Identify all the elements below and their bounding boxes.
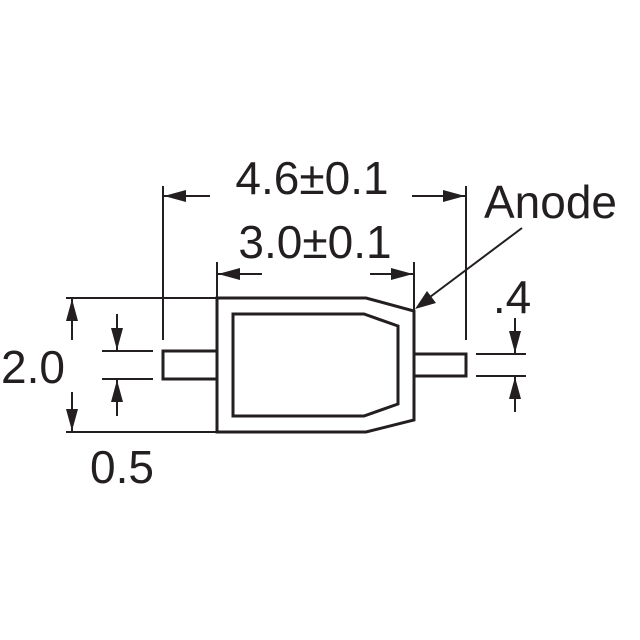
left-lead-width-label: 0.5 bbox=[90, 441, 154, 493]
right-lead-width-label: .4 bbox=[493, 271, 531, 323]
height-bottom-arrow-icon bbox=[66, 409, 78, 431]
body-height-label: 2.0 bbox=[1, 341, 65, 393]
height-top-arrow-icon bbox=[66, 299, 78, 321]
anode-label: Anode bbox=[484, 176, 617, 228]
anode-leader-line bbox=[425, 227, 523, 301]
overall-right-arrow-icon bbox=[443, 190, 465, 202]
left-lead bbox=[161, 349, 219, 381]
left-lead-top-arrow-icon bbox=[111, 328, 123, 350]
right-lead-bottom-arrow-icon bbox=[509, 377, 521, 399]
body-right-arrow-icon bbox=[391, 268, 413, 280]
package-body-inner-outline bbox=[231, 312, 400, 418]
body-left-arrow-icon bbox=[218, 268, 240, 280]
body-length-label: 3.0±0.1 bbox=[238, 216, 391, 268]
overall-length-label: 4.6±0.1 bbox=[235, 152, 388, 204]
overall-left-arrow-icon bbox=[164, 190, 186, 202]
left-lead-bottom-arrow-icon bbox=[111, 380, 123, 402]
right-lead-top-arrow-icon bbox=[509, 331, 521, 353]
anode-leader-arrow-icon bbox=[415, 291, 436, 309]
package-body-outline bbox=[215, 296, 416, 434]
right-lead bbox=[412, 352, 468, 378]
